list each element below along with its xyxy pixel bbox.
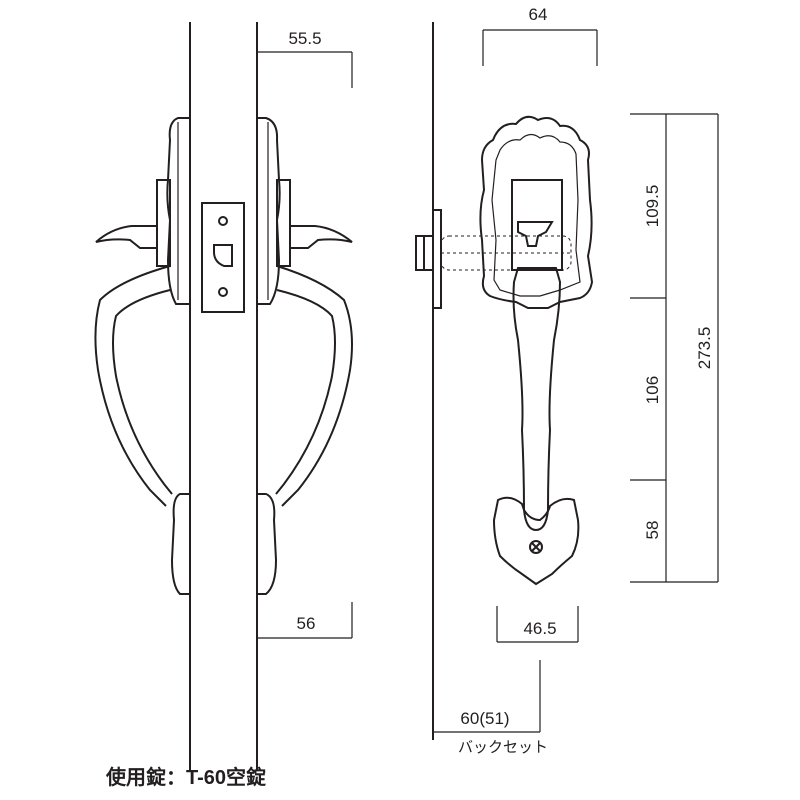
escutcheon-lower-left <box>170 493 190 595</box>
latch-bolt <box>213 244 233 267</box>
dim-side-top-width: 55.5 <box>288 29 321 48</box>
backset-caption: バックセット <box>458 739 548 756</box>
latch-screw-top <box>218 216 228 226</box>
escutcheon-upper-left <box>166 117 190 305</box>
lock-note: 使用錠：T-60空錠 <box>105 765 266 789</box>
dim-height-upper: 109.5 <box>643 185 662 228</box>
latch-faceplate <box>432 209 442 309</box>
dim-backset: 60(51) <box>460 709 509 728</box>
lever-right <box>290 225 353 249</box>
dim-height-total: 273.5 <box>695 327 714 370</box>
handle-grip-inner <box>112 289 336 495</box>
dim-front-top-width: 64 <box>529 5 548 24</box>
thumb-turn-housing <box>511 179 563 271</box>
front-escutcheon-upper-inner <box>491 133 581 297</box>
side-view: 55.5 56 <box>94 22 353 770</box>
escutcheon-upper-right <box>257 117 281 305</box>
latch-hidden-body <box>440 235 572 271</box>
front-view: 64 46.5 60(51) バックセット 109.5 106 58 273.5 <box>415 5 719 756</box>
front-escutcheon-upper <box>479 115 594 309</box>
rosette-right <box>276 179 291 267</box>
latch-screw-bottom <box>218 287 228 297</box>
dim-height-lower: 58 <box>643 521 662 540</box>
lever-left <box>95 225 157 249</box>
dim-front-bottom-width: 46.5 <box>523 619 556 638</box>
front-grip <box>512 267 562 532</box>
front-lower-screw <box>529 540 543 554</box>
front-escutcheon-lower <box>492 496 580 586</box>
latch-plate <box>201 202 245 313</box>
front-lower-screw-x2 <box>531 542 541 552</box>
rosette-left <box>156 179 171 267</box>
dim-height-middle: 106 <box>643 376 662 404</box>
thumb-turn <box>517 221 554 247</box>
handle-grip-outer <box>94 265 353 507</box>
dim-side-bottom-width: 56 <box>297 614 316 633</box>
escutcheon-lower-right <box>257 493 278 595</box>
